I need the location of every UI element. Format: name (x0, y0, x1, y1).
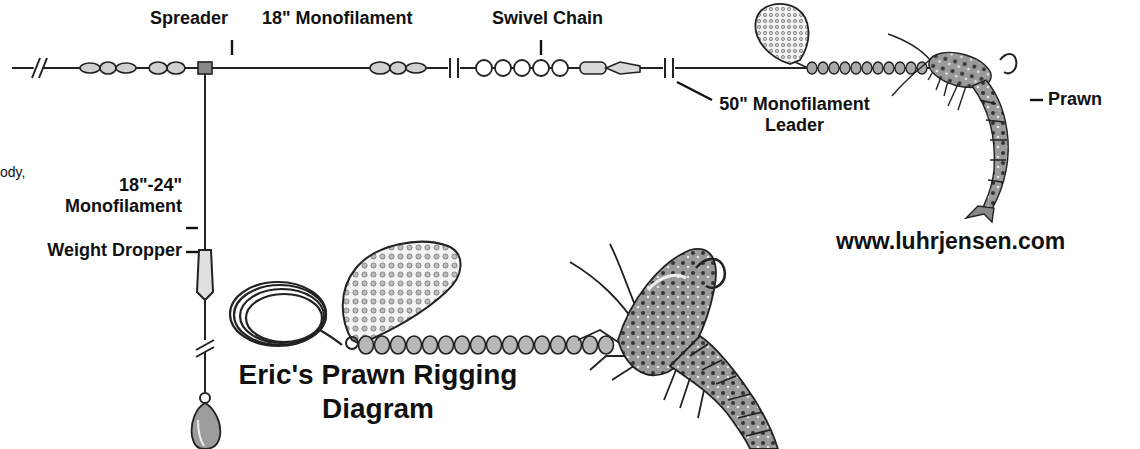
prawn-figure (888, 34, 1016, 222)
bead (407, 336, 422, 354)
bead (829, 62, 839, 74)
bead (851, 62, 861, 74)
chain-ring (476, 60, 492, 76)
bead (487, 336, 502, 354)
swivel-chain (476, 60, 568, 76)
bead (375, 336, 390, 354)
part-label: 18"-24" Monofilament (44, 175, 182, 216)
part-label: 50" Monofilament Leader (712, 94, 877, 135)
part-label: Prawn (1048, 89, 1133, 110)
bead (391, 336, 406, 354)
part-label: 18" Monofilament (262, 8, 462, 29)
bead (884, 62, 894, 74)
bead (359, 336, 374, 354)
chain-ring (514, 60, 530, 76)
diagram-title: Eric's Prawn Rigging Diagram (228, 358, 528, 426)
part-label: Swivel Chain (492, 8, 632, 29)
part-label: Weight Dropper (20, 240, 182, 261)
bead (873, 62, 883, 74)
website-url: www.luhrjensen.com (836, 228, 1132, 254)
bead-chain (359, 336, 614, 354)
chain-ring (533, 60, 549, 76)
swivel (370, 62, 426, 74)
bead (551, 336, 566, 354)
bead (503, 336, 518, 354)
prawn-figure (570, 244, 778, 449)
spinner-blade (755, 4, 808, 68)
bead (807, 62, 817, 74)
bead (840, 62, 850, 74)
coiled-leader (230, 282, 342, 346)
bead (583, 336, 598, 354)
spinner-blade (343, 242, 461, 349)
bead (423, 336, 438, 354)
chain-ring (495, 60, 511, 76)
line-break (448, 58, 675, 78)
bead (818, 62, 828, 74)
weight-dropper-sinker (192, 403, 221, 449)
bead (471, 336, 486, 354)
leader-line (186, 40, 1043, 252)
bead-chain (807, 62, 927, 74)
dropper-line (196, 74, 214, 403)
bead (455, 336, 470, 354)
cut-off-note: ody, (0, 164, 60, 180)
chain-ring (552, 60, 568, 76)
bead (439, 336, 454, 354)
bead (519, 336, 534, 354)
bead (895, 62, 905, 74)
part-label: Spreader (150, 8, 260, 29)
bead (599, 336, 614, 354)
snap-swivel (580, 62, 640, 74)
swivel (80, 62, 212, 74)
bead (535, 336, 550, 354)
bead (862, 62, 872, 74)
